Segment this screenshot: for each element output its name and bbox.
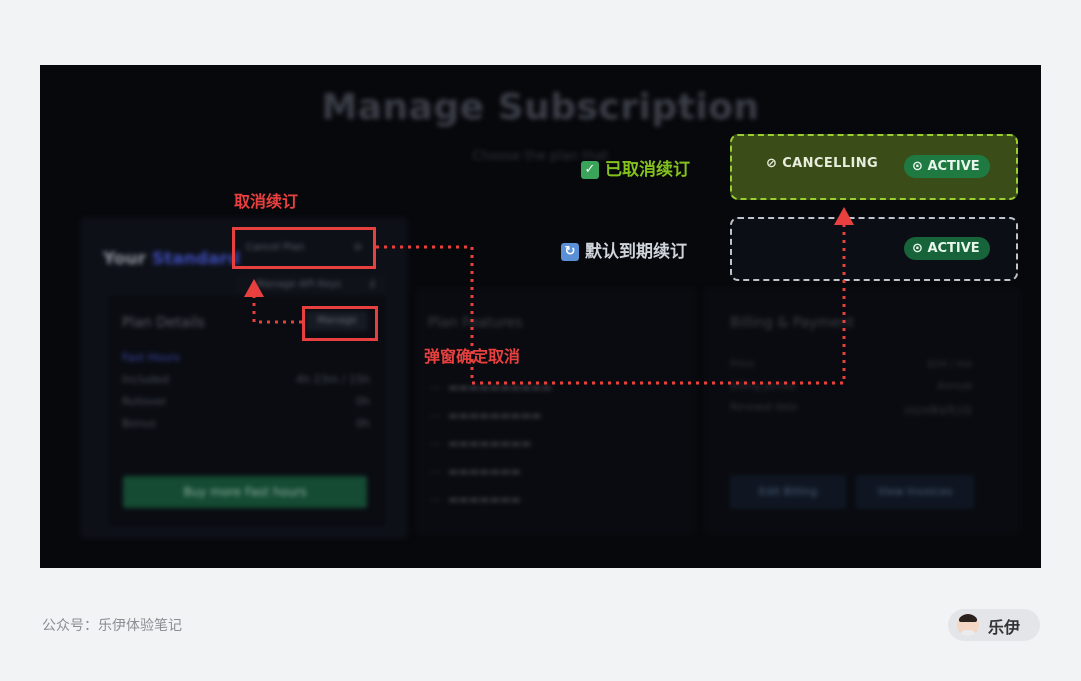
check-circle-icon: ⊙ <box>912 241 923 256</box>
manage-button[interactable]: Manage <box>306 311 368 331</box>
edit-billing-button[interactable]: Edit Billing <box>730 475 846 509</box>
active-text: ACTIVE <box>927 241 980 256</box>
plan-heading-prefix: Your <box>103 249 146 269</box>
author-badge: 乐伊 <box>948 609 1040 641</box>
annotation-popup-confirm: 弹窗确定取消 <box>424 347 521 366</box>
screenshot-frame: Manage Subscription Choose the plan that… <box>40 65 1041 568</box>
fast-hours-label: Fast Hours <box>122 351 180 364</box>
arrow-manage-to-cancel <box>252 295 302 324</box>
footer-account: 公众号：乐伊体验笔记 <box>42 618 182 634</box>
feature-item: — ▬▬▬▬▬▬▬ <box>430 493 521 506</box>
cancel-plan-highlight <box>232 227 376 269</box>
annotation-default-text: 默认到期续订 <box>585 242 687 262</box>
plan-row-label: Included <box>122 373 170 386</box>
billing-row-label: Renewal date <box>730 402 798 413</box>
billing-row-label: Price <box>730 359 755 370</box>
feature-item: — ▬▬▬▬▬▬▬ <box>430 465 521 478</box>
plan-features-title: Plan Features <box>428 315 523 331</box>
buy-fast-hours-button[interactable]: Buy more Fast hours <box>123 476 367 508</box>
view-invoices-button[interactable]: View Invoices <box>856 475 974 509</box>
cancelling-badge: ⊘ CANCELLING <box>766 156 878 171</box>
manage-api-keys-menu-item[interactable]: Manage API Keys ⚷ <box>236 275 386 295</box>
billing-title: Billing & Payment <box>730 315 855 331</box>
avatar-shirt <box>960 630 976 636</box>
plan-row: Rollover 0h <box>122 395 370 408</box>
billing-row: Renewal date 2024年8月2日 <box>730 402 972 417</box>
refresh-icon: ↻ <box>561 243 579 261</box>
plan-row-label: Rollover <box>122 395 167 408</box>
plan-row: Bonus 0h <box>122 417 370 430</box>
cancel-plan-label: Cancel Plan <box>246 242 305 253</box>
ban-icon: ⊘ <box>766 156 778 171</box>
plan-row-label: Bonus <box>122 417 156 430</box>
api-keys-label: Manage API Keys <box>256 279 342 290</box>
arrow-cancel-to-status <box>376 225 846 385</box>
plan-row-value: 4h 23m / 15h <box>296 373 370 386</box>
check-circle-icon: ⊙ <box>912 159 923 174</box>
flow-arrows <box>244 207 854 385</box>
feature-item: — ▬▬▬▬▬▬▬▬▬ <box>430 409 542 422</box>
plan-row: Included 4h 23m / 15h <box>122 373 370 386</box>
active-badge: ⊙ ACTIVE <box>904 155 990 178</box>
plan-row-value: 0h <box>356 395 370 408</box>
author-name: 乐伊 <box>988 618 1021 637</box>
billing-row-label: Billing period <box>730 381 796 392</box>
billing-row: Price $24 / mo <box>730 359 972 370</box>
annotation-default-renewal: ↻ 默认到期续订 <box>561 237 687 262</box>
avatar <box>957 614 979 636</box>
checkmark-icon: ✓ <box>581 161 599 179</box>
arrow-head-up-cancel <box>244 279 264 297</box>
cancelling-text: CANCELLING <box>782 156 879 171</box>
plan-details-title: Plan Details <box>122 315 205 331</box>
plan-heading: Your Standard <box>103 249 240 269</box>
page-subtitle: Choose the plan that <box>472 149 609 164</box>
key-icon: ⚷ <box>368 279 376 290</box>
annotation-cancel-renewal: 取消续订 <box>234 192 299 211</box>
active-text: ACTIVE <box>927 159 980 174</box>
manage-highlight <box>302 306 378 341</box>
billing-row-value: $24 / mo <box>927 359 972 370</box>
billing-row: Billing period Annual <box>730 381 972 392</box>
annotation-cancelled-renewal: ✓ 已取消续订 <box>581 155 690 180</box>
cancelling-status-panel: ⊘ CANCELLING ⊙ ACTIVE <box>730 134 1018 200</box>
active-badge: ⊙ ACTIVE <box>904 237 990 260</box>
blurred-background: Manage Subscription Choose the plan that… <box>40 65 1041 568</box>
active-status-panel: ⊙ ACTIVE <box>730 217 1018 281</box>
avatar-hair <box>959 614 977 622</box>
billing-row-value: 2024年8月2日 <box>903 406 972 417</box>
billing-row-value: Annual <box>937 381 972 392</box>
page-title: Manage Subscription <box>321 87 760 128</box>
plan-heading-accent: Standard <box>151 249 240 269</box>
plan-row-value: 0h <box>356 417 370 430</box>
cancel-plan-menu-item[interactable]: Cancel Plan ⊘ <box>236 237 374 259</box>
annotation-cancelled-text: 已取消续订 <box>605 160 690 180</box>
cancel-icon: ⊘ <box>353 242 362 253</box>
feature-item: — ▬▬▬▬▬▬▬▬ <box>430 437 532 450</box>
plan-features-card <box>414 287 696 535</box>
arrow-head-up-status <box>834 207 854 225</box>
